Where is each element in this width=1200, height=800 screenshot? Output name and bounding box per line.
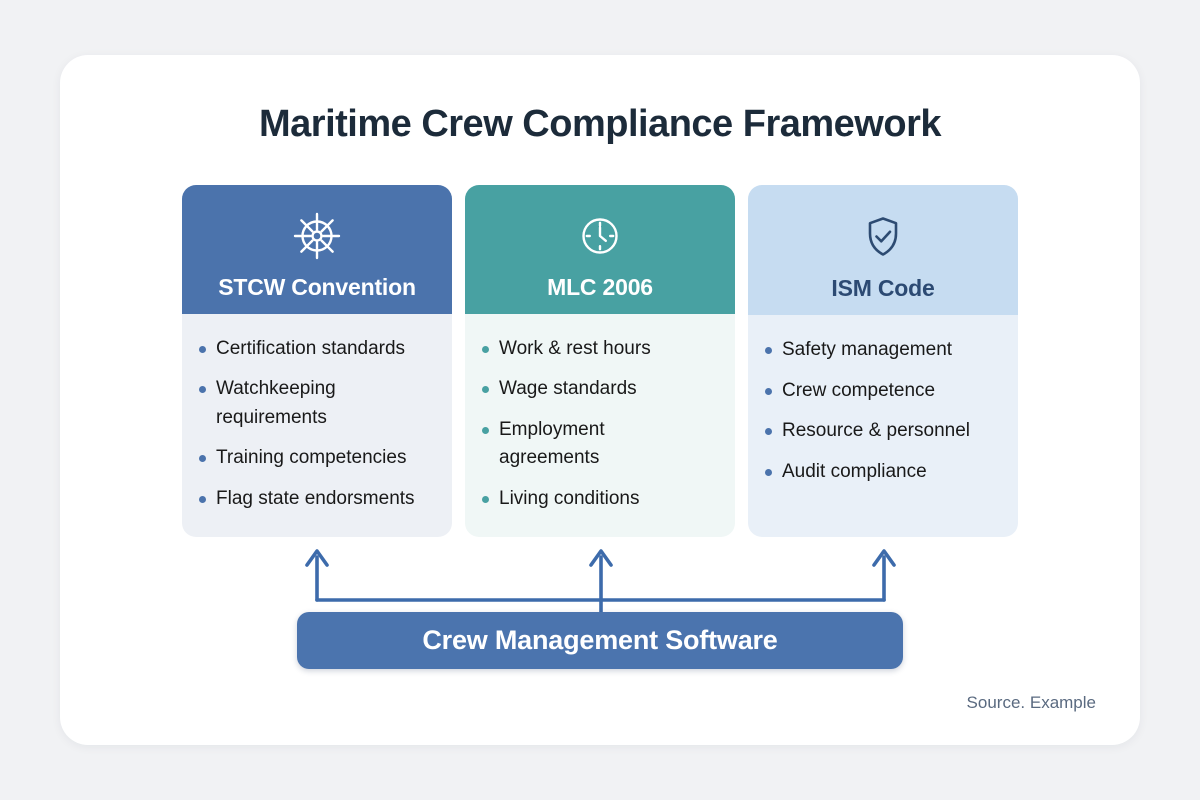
- bullet-dot: [482, 495, 489, 503]
- card-header-ism: ISM Code: [748, 185, 1018, 315]
- cards-row: STCW Convention Certification standards …: [182, 185, 1018, 537]
- list-item: Resource & personnel: [765, 417, 1004, 446]
- list-item-text: Flag state endorsments: [216, 487, 415, 509]
- list-item: Certification standards: [199, 335, 438, 364]
- list-item-text: Crew competence: [782, 379, 936, 401]
- list-item: Living conditions: [482, 485, 721, 514]
- card-stcw-convention: STCW Convention Certification standards …: [182, 185, 452, 537]
- crew-management-software-box: Crew Management Software: [297, 612, 903, 669]
- list-item: Crew competence: [765, 377, 1004, 406]
- list-item-text: Audit compliance: [782, 460, 927, 482]
- card-title: STCW Convention: [218, 273, 416, 300]
- list-item-text: Employment agreements: [499, 418, 605, 469]
- list-item-text: Watchkeeping requirements: [216, 378, 336, 428]
- software-label: Crew Management Software: [422, 625, 778, 655]
- card-ism-code: ISM Code Safety management Crew competen…: [748, 185, 1018, 537]
- list-item-text: Work & rest hours: [499, 337, 651, 359]
- list-item-text: Resource & personnel: [782, 420, 970, 441]
- list-item: Audit compliance: [765, 458, 1004, 487]
- bullet-dot: [765, 387, 772, 395]
- card-title: MLC 2006: [547, 273, 653, 300]
- list-item: Flag state endorsments: [199, 485, 438, 514]
- card-header-stcw: STCW Convention: [182, 185, 452, 314]
- list-item: Watchkeeping requirements: [199, 375, 438, 432]
- bullet-dot: [199, 455, 206, 462]
- bullet-dot: [199, 345, 206, 353]
- list-item-text: Certification standards: [216, 337, 406, 359]
- list-item: Training competencies: [199, 444, 438, 473]
- infographic-canvas: Maritime Crew Compliance Framework STCW …: [60, 55, 1140, 745]
- card-title: ISM Code: [831, 275, 935, 301]
- clock-icon: [573, 209, 627, 263]
- list-item: Work & rest hours: [482, 335, 721, 364]
- card-header-mlc: MLC 2006: [465, 185, 735, 314]
- list-item-text: Safety management: [782, 339, 953, 360]
- card-mlc-2006: MLC 2006 Work & rest hours Wage standard…: [465, 185, 735, 537]
- list-item-text: Training competencies: [216, 447, 407, 468]
- bullet-dot: [199, 495, 206, 503]
- bullet-dot: [482, 426, 489, 434]
- bullet-dot: [765, 468, 772, 476]
- list-item-text: Wage standards: [499, 378, 637, 399]
- card-body-stcw: Certification standards Watchkeeping req…: [182, 313, 452, 537]
- card-body-mlc: Work & rest hours Wage standards Employm…: [465, 313, 735, 537]
- connector-arrows: [305, 549, 896, 617]
- bullet-dot: [199, 386, 206, 393]
- bullet-dot: [765, 428, 772, 435]
- bullet-dot: [482, 345, 489, 353]
- list-item: Safety management: [765, 336, 1004, 365]
- source-text: Source. Example: [966, 693, 1096, 712]
- shield-check-icon: [856, 210, 910, 264]
- list-item: Wage standards: [482, 375, 721, 404]
- bullet-dot: [765, 347, 772, 354]
- list-item-text: Living conditions: [499, 487, 640, 509]
- ship-wheel-icon: [290, 209, 344, 263]
- bullet-dot: [482, 386, 489, 393]
- page-title: Maritime Crew Compliance Framework: [259, 103, 942, 145]
- card-body-ism: Safety management Crew competence Resour…: [748, 315, 1018, 537]
- list-item: Employment agreements: [482, 416, 721, 473]
